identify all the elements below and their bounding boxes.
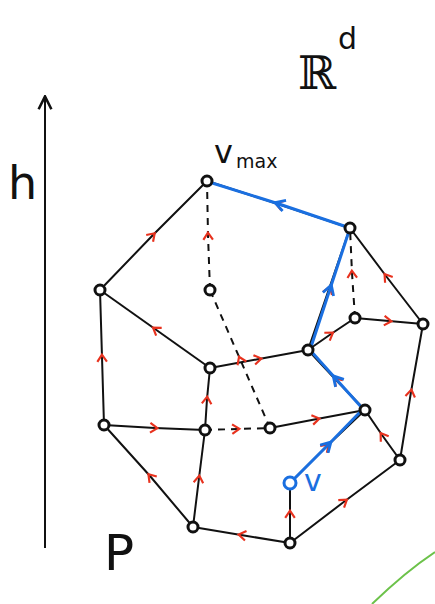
dimension-superscript: d bbox=[338, 24, 357, 54]
simplex-path bbox=[209, 182, 363, 481]
polytope-label: P bbox=[104, 528, 134, 578]
vertex-subscript: max bbox=[236, 152, 277, 171]
axis-label: h bbox=[8, 160, 37, 206]
vertices bbox=[95, 176, 428, 548]
vertex-label: v bbox=[304, 466, 322, 496]
start-vertex bbox=[284, 477, 296, 489]
space-symbol: ℝ bbox=[298, 50, 336, 96]
height-axis bbox=[44, 98, 46, 548]
hidden-edges bbox=[205, 181, 355, 430]
vertex-label: v bbox=[214, 136, 233, 168]
polytope-edges bbox=[100, 181, 423, 543]
green-arc bbox=[372, 552, 435, 604]
